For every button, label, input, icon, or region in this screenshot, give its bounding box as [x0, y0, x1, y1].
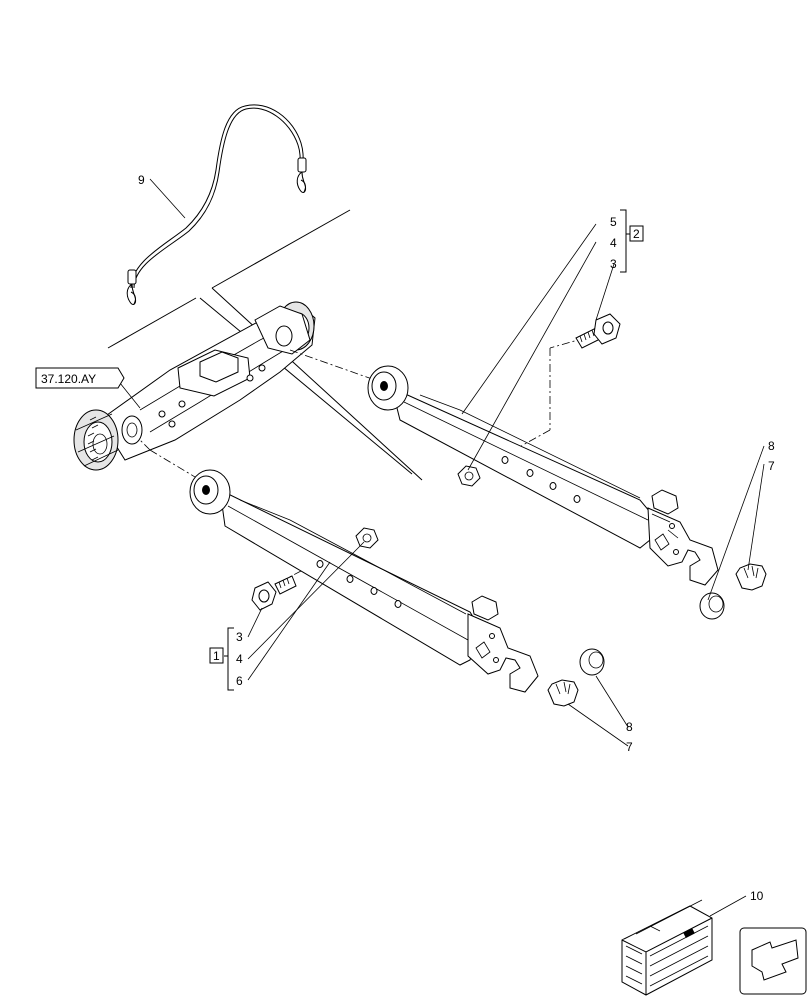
- reference-link[interactable]: 37.120.AY: [35, 367, 125, 389]
- nut-left-part-4: [355, 527, 379, 549]
- kit-1-label: 1: [213, 649, 220, 663]
- callout-10: 10: [750, 889, 764, 903]
- lower-link-right: [367, 365, 719, 586]
- leader-lines: [115, 178, 765, 917]
- adjuster-bolt-right-part-3: [575, 313, 621, 349]
- next-page-button[interactable]: [739, 927, 807, 995]
- kit-2-box: [629, 225, 644, 242]
- callout-7-left: 7: [626, 740, 633, 754]
- return-arrow-icon: [751, 939, 799, 981]
- hook-latch-left-part-7: [547, 679, 579, 707]
- callout-3-left: 3: [236, 630, 243, 644]
- break-lines: [107, 209, 423, 481]
- kit-1-bracket: [209, 627, 234, 691]
- callout-4-left: 4: [236, 652, 243, 666]
- kit-1-box: [209, 647, 224, 664]
- lanyard-chain-part-9: [126, 104, 307, 305]
- hook-latch-right-part-7: [735, 563, 767, 591]
- callout-8-left: 8: [626, 720, 633, 734]
- callout-9: 9: [138, 173, 145, 187]
- callout-labels: 9 5 4 3 2 8 7 1 3 4 6 8 7 10: [138, 173, 775, 903]
- callout-4-right: 4: [610, 236, 617, 250]
- nut-right-part-4: [457, 465, 481, 487]
- kit-2-bracket: [620, 209, 644, 273]
- callout-7-right: 7: [768, 459, 775, 473]
- lower-link-left: [189, 469, 539, 693]
- callout-6: 6: [236, 674, 243, 688]
- rear-axle-housing: [73, 301, 316, 471]
- kit-crate-part-10: [621, 899, 713, 996]
- callout-5: 5: [610, 215, 617, 229]
- callout-8-right: 8: [768, 439, 775, 453]
- bushing-right-part-8: [699, 592, 725, 620]
- kit-2-label: 2: [633, 227, 640, 241]
- reference-link-label[interactable]: 37.120.AY: [41, 372, 96, 386]
- callout-3-right: 3: [610, 257, 617, 271]
- bushing-left-part-8: [579, 648, 605, 676]
- adjuster-bolt-left-part-3: [251, 575, 297, 611]
